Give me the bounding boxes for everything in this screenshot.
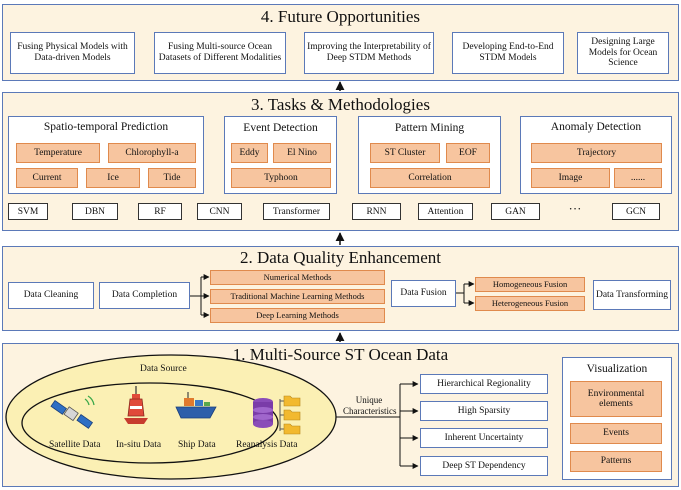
folder-icons	[279, 395, 301, 435]
method-transformer: Transformer	[263, 203, 330, 220]
characteristic-hierarchical-regionality: Hierarchical Regionality	[420, 374, 548, 394]
method-rf: RF	[138, 203, 182, 220]
data-completion: Data Completion	[99, 282, 190, 309]
source-title: 1. Multi-Source ST Ocean Data	[232, 345, 449, 364]
data-fusion: Data Fusion	[391, 280, 456, 307]
pattern-eof: EOF	[446, 143, 490, 163]
visualization-title: Visualization	[586, 363, 648, 375]
method-svm: SVM	[8, 203, 48, 220]
prediction-tide: Tide	[148, 168, 196, 188]
fusion-homogeneous: Homogeneous Fusion	[475, 277, 585, 292]
future-item-large-models: Designing Large Models for Ocean Science	[577, 32, 669, 74]
method-dbn: DBN	[72, 203, 118, 220]
prediction-temperature: Temperature	[16, 143, 100, 163]
data-cleaning: Data Cleaning	[8, 282, 94, 309]
future-opportunities-title: 4. Future Opportunities	[260, 7, 421, 26]
source-satellite-label: Satellite Data	[49, 440, 101, 450]
fusion-heterogeneous: Heterogeneous Fusion	[475, 296, 585, 311]
event-el-nino: El Nino	[273, 143, 331, 163]
satellite-icon	[50, 395, 95, 429]
future-item-end-to-end: Developing End-to-End STDM Models	[452, 32, 564, 74]
method-gcn: GCN	[612, 203, 660, 220]
method-rnn: RNN	[352, 203, 401, 220]
completion-connectors	[190, 274, 210, 318]
anomaly-title: Anomaly Detection	[550, 121, 642, 133]
event-title: Event Detection	[243, 122, 318, 134]
anomaly-trajectory: Trajectory	[531, 143, 662, 163]
anomaly-image: Image	[531, 168, 610, 188]
pattern-title: Pattern Mining	[394, 122, 465, 134]
prediction-ice: Ice	[86, 168, 140, 188]
data-source-inner-ellipse	[21, 382, 279, 464]
quality-title: 2. Data Quality Enhancement	[239, 248, 442, 267]
characteristic-inherent-uncertainty: Inherent Uncertainty	[420, 428, 548, 448]
characteristic-connectors	[336, 381, 419, 469]
data-source-label: Data Source	[140, 364, 187, 374]
in-situ-buoy-icon	[124, 386, 148, 424]
source-ship-label: Ship Data	[178, 440, 216, 450]
future-item-multi-source: Fusing Multi-source Ocean Datasets of Di…	[154, 32, 286, 74]
pattern-st-cluster: ST Cluster	[370, 143, 440, 163]
source-reanalysis-label: Reanalysis Data	[236, 440, 298, 450]
anomaly-ellipsis: ......	[614, 168, 662, 188]
visualization-events: Events	[570, 423, 662, 444]
pattern-correlation: Correlation	[370, 168, 490, 188]
completion-traditional-ml: Traditional Machine Learning Methods	[210, 289, 385, 304]
future-item-physical-models: Fusing Physical Models with Data-driven …	[10, 32, 135, 74]
method-gan: GAN	[491, 203, 540, 220]
tasks-title: 3. Tasks & Methodologies	[251, 95, 430, 114]
characteristic-high-sparsity: High Sparsity	[420, 401, 548, 421]
prediction-title: Spatio-temporal Prediction	[43, 121, 169, 133]
visualization-environmental: Environmental elements	[570, 381, 662, 417]
future-item-interpretability: Improving the Interpretability of Deep S…	[304, 32, 434, 74]
fusion-connectors	[456, 281, 475, 306]
ship-icon	[175, 392, 217, 419]
event-typhoon: Typhoon	[231, 168, 331, 188]
prediction-current: Current	[16, 168, 78, 188]
source-in-situ-label: In-situ Data	[116, 440, 162, 450]
visualization-patterns: Patterns	[570, 451, 662, 472]
completion-numerical: Numerical Methods	[210, 270, 385, 285]
method-cnn: CNN	[197, 203, 242, 220]
data-transforming: Data Transforming	[593, 280, 671, 310]
unique-characteristics-label: Unique Characteristics	[343, 395, 397, 416]
completion-deep-learning: Deep Learning Methods	[210, 308, 385, 323]
method-attention: Attention	[418, 203, 473, 220]
method-ellipsis: ···	[568, 201, 582, 216]
reanalysis-database-icon	[253, 398, 273, 428]
event-eddy: Eddy	[231, 143, 268, 163]
prediction-chlorophyll: Chlorophyll-a	[108, 143, 196, 163]
characteristic-deep-st-dependency: Deep ST Dependency	[420, 456, 548, 476]
